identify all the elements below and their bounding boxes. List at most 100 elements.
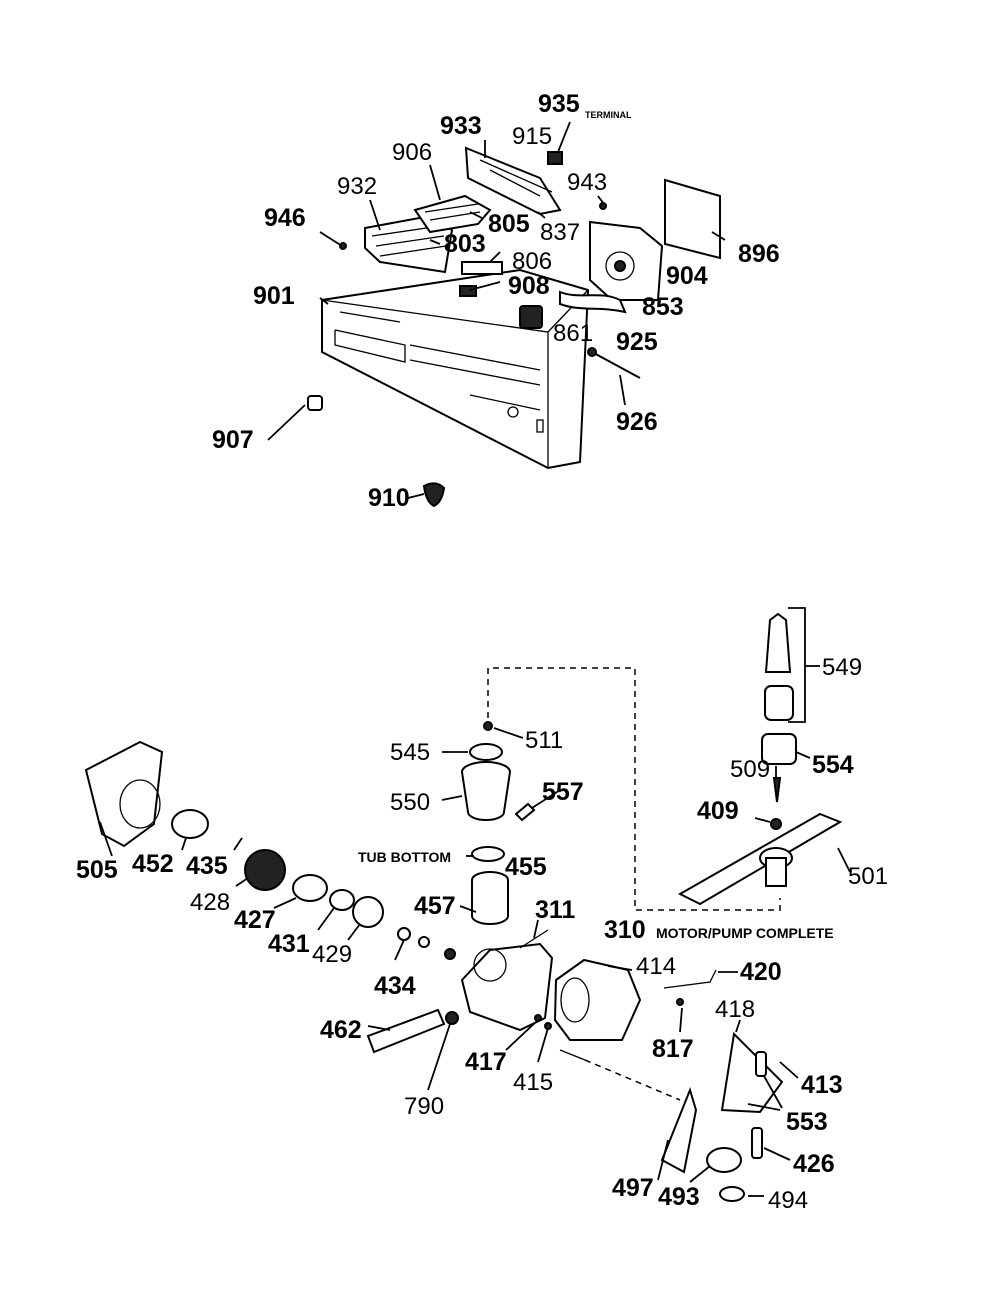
callout-tub-bottom: TUB BOTTOM (358, 849, 451, 865)
ring-431 (329, 889, 355, 911)
control-panel-assembly (307, 146, 721, 508)
timer-module (589, 220, 664, 301)
callout-493: 493 (658, 1183, 700, 1211)
callout-932: 932 (337, 173, 377, 200)
callout-935-note: TERMINAL (585, 110, 632, 120)
bracket-549 (788, 607, 806, 723)
clip-493 (706, 1147, 742, 1173)
callout-933: 933 (440, 112, 482, 140)
callout-420: 420 (740, 958, 782, 986)
motor-pump-outline (487, 667, 781, 911)
callout-457: 457 (414, 892, 456, 920)
pump-body-311 (460, 929, 554, 1032)
part-557 (514, 802, 536, 822)
callout-837: 837 (540, 219, 580, 246)
callout-861: 861 (553, 320, 593, 347)
callout-557: 557 (542, 778, 584, 806)
label-sheet (664, 178, 721, 260)
ball-409 (770, 818, 782, 830)
rod-420 (663, 969, 717, 989)
callout-417: 417 (465, 1048, 507, 1076)
callout-311: 311 (535, 896, 575, 924)
callout-415: 415 (513, 1069, 553, 1096)
nut-494 (719, 1186, 745, 1202)
callout-434: 434 (374, 972, 416, 1000)
callout-907: 907 (212, 426, 254, 454)
callout-803: 803 (444, 230, 486, 258)
callout-901: 901 (253, 282, 295, 310)
callout-497: 497 (612, 1174, 654, 1202)
callout-435: 435 (186, 852, 228, 880)
bellows-457 (471, 871, 509, 925)
callout-426: 426 (793, 1150, 835, 1178)
callout-926: 926 (616, 408, 658, 436)
clamp-452 (171, 809, 209, 839)
callout-925: 925 (616, 328, 658, 356)
callout-501: 501 (848, 863, 888, 890)
callout-943: 943 (567, 169, 607, 196)
callout-549: 549 (822, 654, 862, 681)
terminal-part (547, 151, 563, 165)
callout-409: 409 (697, 797, 739, 825)
ring-427 (292, 874, 328, 902)
callout-511: 511 (525, 727, 563, 754)
screw-part (591, 351, 641, 379)
callout-806: 806 (512, 248, 552, 275)
callout-310: 310 (604, 916, 646, 944)
switch-part (519, 305, 543, 329)
callout-935: 935 (538, 90, 580, 118)
callout-429: 429 (312, 941, 352, 968)
callout-labels: 935 TERMINAL 933 915 906 932 943 946 805… (76, 90, 888, 1214)
tube-lower (764, 685, 794, 721)
callout-545: 545 (390, 739, 430, 766)
callout-908: 908 (508, 272, 550, 300)
cylinder-550 (460, 761, 512, 821)
callout-418: 418 (715, 996, 755, 1023)
pin-426 (751, 1127, 763, 1159)
callout-462: 462 (320, 1016, 362, 1044)
callout-554: 554 (812, 751, 854, 779)
callout-946: 946 (264, 204, 306, 232)
circuit-board (413, 194, 492, 234)
badge-part (422, 482, 446, 508)
housing-505 (84, 740, 164, 848)
callout-853: 853 (642, 293, 684, 321)
ring-545 (469, 743, 503, 761)
small-bar (461, 261, 503, 275)
callout-505: 505 (76, 856, 118, 884)
callout-413: 413 (801, 1071, 843, 1099)
wire-harness (559, 290, 627, 314)
motor-310 (553, 958, 642, 1061)
hose-462 (366, 1008, 446, 1054)
callout-310-note: MOTOR/PUMP COMPLETE (656, 925, 834, 941)
callout-427: 427 (234, 906, 276, 934)
callout-550: 550 (390, 789, 430, 816)
upper-leader-lines (267, 121, 726, 499)
callout-431: 431 (268, 930, 310, 958)
callout-452: 452 (132, 850, 174, 878)
wheel-429 (352, 896, 384, 928)
callout-906: 906 (392, 139, 432, 166)
pump-assembly (84, 607, 843, 1202)
callout-553: 553 (786, 1108, 828, 1136)
bracket-497 (660, 1086, 698, 1174)
callout-790: 790 (404, 1093, 444, 1120)
callout-494: 494 (768, 1187, 808, 1214)
top-bracket (464, 146, 562, 216)
lower-leader-lines (99, 727, 851, 1197)
callout-915: 915 (512, 123, 552, 150)
small-clip (459, 285, 477, 297)
callout-805: 805 (488, 210, 530, 238)
axis-line (584, 1059, 681, 1101)
nut-554 (761, 733, 797, 765)
callout-904: 904 (666, 262, 708, 290)
ring-455 (471, 846, 505, 862)
callout-455: 455 (505, 853, 547, 881)
callout-896: 896 (738, 240, 780, 268)
knob-part (307, 395, 323, 411)
callout-428: 428 (190, 889, 230, 916)
callout-414: 414 (636, 953, 676, 980)
callout-817: 817 (652, 1035, 694, 1063)
